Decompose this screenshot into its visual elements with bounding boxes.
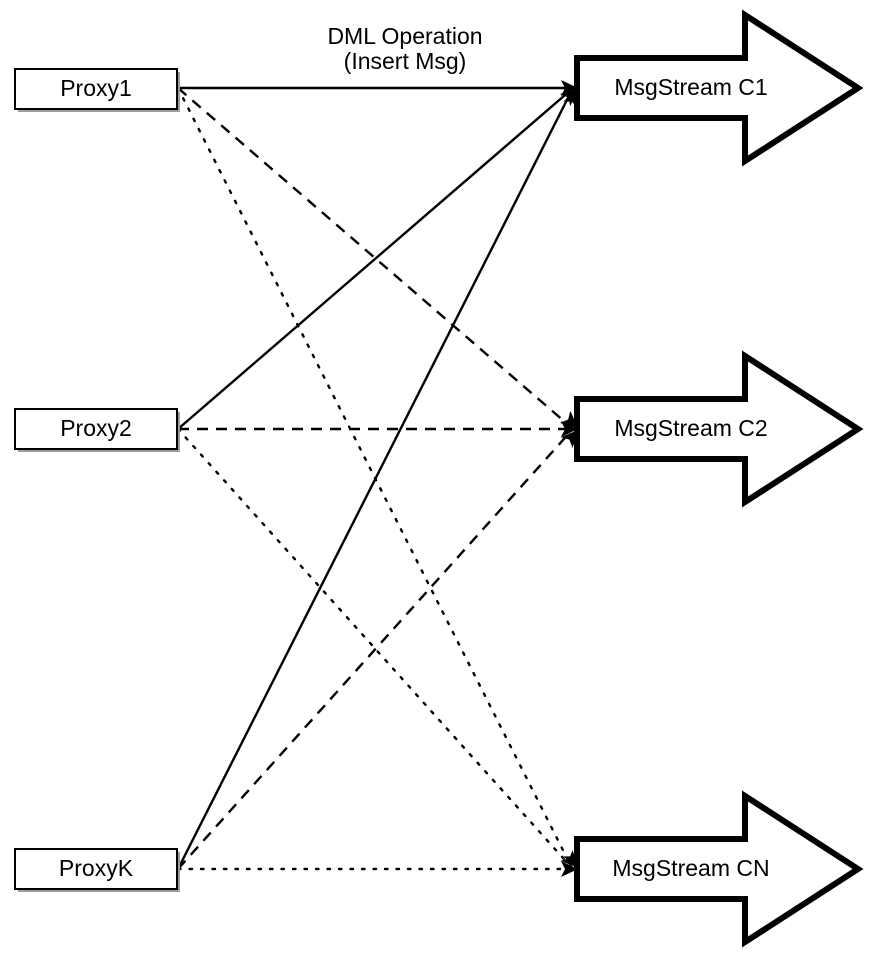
proxy-proxy2[interactable]: Proxy2: [14, 408, 180, 452]
link-p1-c1: [178, 80, 578, 96]
proxy-box-rect-proxy1[interactable]: [14, 68, 178, 110]
proxy-proxyk[interactable]: ProxyK: [14, 848, 180, 892]
link-arrowhead-p2-c2: [561, 421, 578, 437]
link-line-p2-c1: [177, 88, 573, 430]
edge-caption-line1: DML Operation: [327, 23, 482, 49]
stream-arrow-shape-stream_c1[interactable]: [574, 9, 864, 167]
link-pk-c2: [177, 429, 578, 870]
proxy-label-proxy1: Proxy1: [60, 75, 132, 101]
edge-caption: DML Operation (Insert Msg): [327, 23, 482, 74]
link-p2-cn: [176, 427, 578, 870]
stream-stream_c1[interactable]: MsgStream C1: [574, 9, 864, 167]
proxy-box-rect-proxy2[interactable]: [14, 408, 178, 450]
link-pk-c1: [176, 89, 578, 870]
stream-stream_c2[interactable]: MsgStream C2: [574, 350, 864, 508]
proxy-box-rect-proxyk[interactable]: [14, 848, 178, 890]
streams-layer: MsgStream C1 MsgStream C2 MsgStream CN: [574, 9, 864, 948]
link-line-p1-c2: [177, 87, 573, 429]
link-line-pk-c2: [177, 429, 573, 870]
link-p2-c2: [178, 421, 578, 437]
link-p1-cn: [176, 86, 578, 870]
link-p1-c2: [177, 87, 578, 429]
links-layer: [176, 80, 578, 877]
link-arrowhead-pk-c2: [560, 430, 578, 448]
stream-label-stream_cn: MsgStream CN: [612, 855, 769, 881]
link-line-pk-c1: [176, 89, 574, 870]
proxy-label-proxyk: ProxyK: [59, 855, 134, 881]
stream-stream_cn[interactable]: MsgStream CN: [574, 790, 864, 948]
stream-label-stream_c2: MsgStream C2: [614, 415, 767, 441]
proxy-proxy1[interactable]: Proxy1: [14, 68, 180, 112]
link-pk-cn: [176, 861, 578, 877]
link-arrowhead-pk-cn: [561, 861, 578, 877]
edge-caption-line2: (Insert Msg): [344, 48, 467, 74]
proxy-label-proxy2: Proxy2: [60, 415, 132, 441]
link-arrowhead-p1-c1: [561, 80, 578, 96]
stream-label-stream_c1: MsgStream C1: [614, 74, 767, 100]
link-p2-c1: [177, 88, 578, 430]
link-arrowhead-p2-cn: [560, 850, 578, 868]
stream-arrow-shape-stream_c2[interactable]: [574, 350, 864, 508]
stream-arrow-shape-stream_cn[interactable]: [574, 790, 864, 948]
